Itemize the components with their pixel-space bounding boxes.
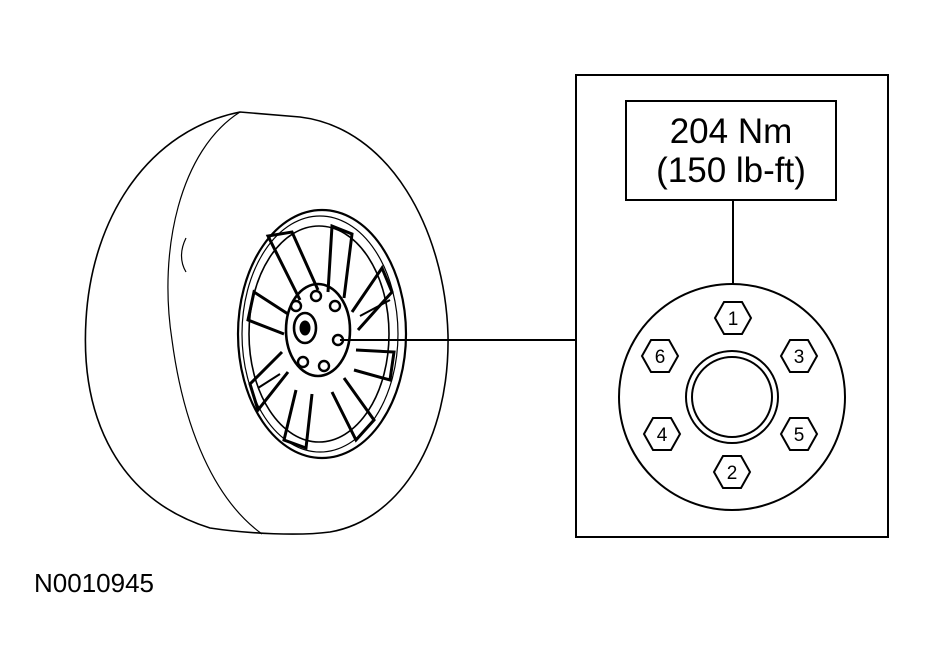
tire-illustration bbox=[84, 111, 449, 535]
spoke bbox=[246, 289, 289, 336]
lug-nut-number: 2 bbox=[727, 463, 738, 484]
hub-cap bbox=[299, 320, 311, 336]
lug-nut-position-5: 5 bbox=[779, 417, 819, 451]
hub-plate bbox=[284, 282, 352, 378]
lug-nut-position-6: 6 bbox=[640, 339, 680, 373]
lug-nut-position-4: 4 bbox=[642, 417, 682, 451]
spoke bbox=[330, 377, 376, 443]
lug-nut-position-2: 2 bbox=[712, 455, 752, 489]
figure-reference-number: N0010945 bbox=[34, 568, 154, 598]
hub-lug-nut bbox=[289, 299, 303, 313]
torque-spec-metric: 204 Nm bbox=[670, 112, 793, 151]
hex-nut-icon bbox=[642, 417, 682, 451]
hub-center bbox=[292, 311, 318, 345]
hub-lug-nut bbox=[328, 299, 342, 313]
spoke-slot bbox=[257, 373, 281, 389]
spoke bbox=[265, 230, 320, 301]
spoke bbox=[282, 389, 314, 451]
hub-face-outline bbox=[618, 283, 846, 511]
tire-tread-notch bbox=[180, 237, 187, 273]
hub-lug-nut bbox=[309, 289, 323, 303]
lug-nut-position-3: 3 bbox=[779, 339, 819, 373]
center-bore-inner bbox=[691, 356, 773, 438]
center-bore-outer bbox=[685, 350, 779, 444]
lug-nut-number: 6 bbox=[655, 347, 666, 368]
hex-nut-icon bbox=[713, 301, 753, 335]
hex-nut-icon bbox=[712, 455, 752, 489]
spoke bbox=[353, 348, 396, 382]
tire-sidewall-edge bbox=[167, 111, 263, 535]
lug-nut-number: 5 bbox=[794, 425, 805, 446]
spoke bbox=[326, 223, 354, 299]
torque-spec-box bbox=[625, 100, 837, 201]
spoke-slot bbox=[359, 299, 391, 317]
rim-outer-lip bbox=[241, 215, 399, 453]
torque-spec-imperial: (150 lb-ft) bbox=[656, 151, 806, 190]
wheel-spokes bbox=[246, 223, 396, 451]
lug-nut-number: 3 bbox=[794, 347, 805, 368]
lug-nut-number: 4 bbox=[657, 425, 668, 446]
lug-nut-number: 1 bbox=[728, 309, 739, 330]
rim-outer bbox=[236, 208, 408, 460]
tire-silhouette bbox=[84, 111, 449, 535]
spoke bbox=[248, 350, 290, 414]
tightening-sequence: 1 3 5 2 4 6 bbox=[640, 301, 819, 489]
rim-inner bbox=[248, 225, 390, 443]
hub-lug-nut bbox=[317, 359, 331, 373]
lug-nut-position-1: 1 bbox=[713, 301, 753, 335]
hex-nut-icon bbox=[779, 339, 819, 373]
spoke bbox=[350, 264, 394, 332]
hex-nut-icon bbox=[640, 339, 680, 373]
hub-lug-nut bbox=[296, 355, 310, 369]
wheel-hub bbox=[284, 282, 352, 378]
hex-nut-icon bbox=[779, 417, 819, 451]
